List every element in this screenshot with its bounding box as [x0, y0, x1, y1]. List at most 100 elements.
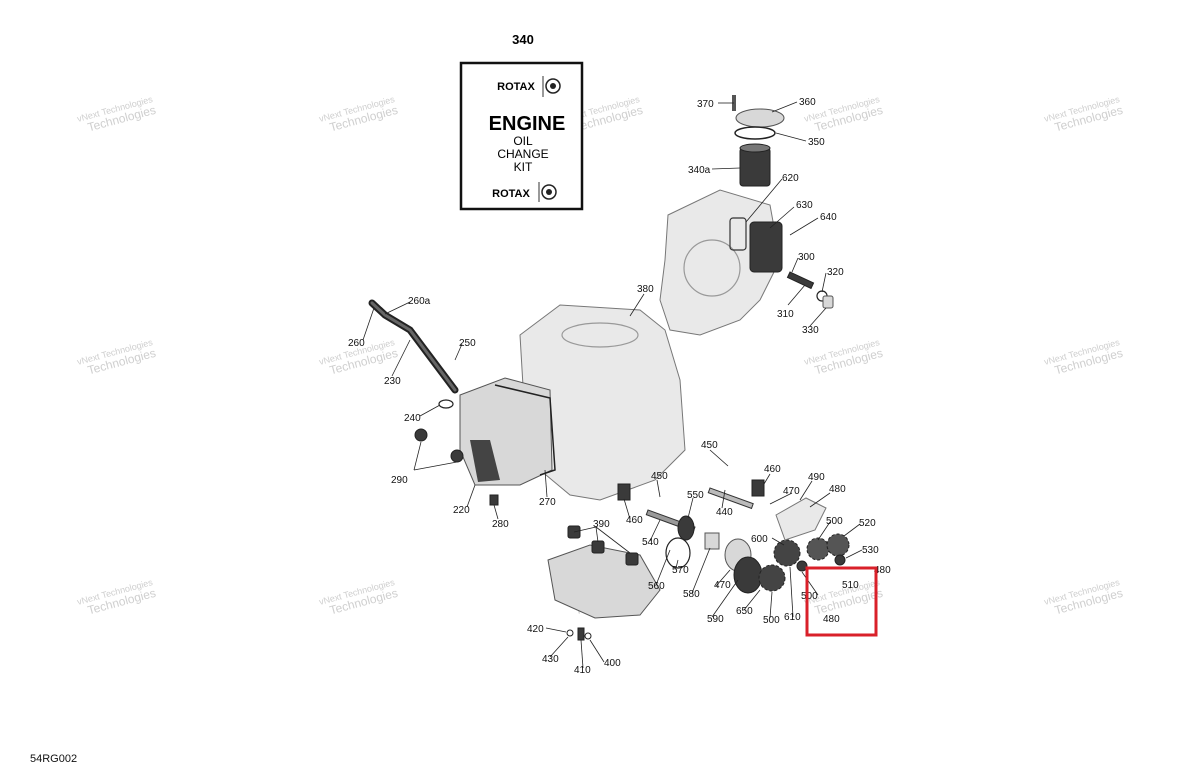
kit-box [459, 61, 584, 211]
kit-line-change: CHANGE [497, 147, 548, 161]
gear-520-part [826, 533, 850, 557]
callout-650[interactable]: 650 [736, 606, 753, 617]
oil-filter-part [739, 147, 771, 187]
callout-320[interactable]: 320 [827, 267, 844, 278]
oil-tank-shadow [470, 440, 500, 482]
callout-580[interactable]: 580 [683, 589, 700, 600]
oil-tank-part [459, 377, 553, 486]
callout-520[interactable]: 520 [859, 518, 876, 529]
callout-310[interactable]: 310 [777, 309, 794, 320]
callout-270[interactable]: 270 [539, 497, 556, 508]
callout-610[interactable]: 610 [784, 612, 801, 623]
callout-490[interactable]: 490 [808, 472, 825, 483]
callout-410[interactable]: 410 [574, 665, 591, 676]
callout-450-top[interactable]: 450 [701, 440, 718, 451]
callout-360[interactable]: 360 [799, 97, 816, 108]
kit-line-engine: ENGINE [489, 113, 566, 135]
gear-500a-part [806, 537, 830, 561]
o-ring-570-part [665, 537, 691, 569]
callout-370[interactable]: 370 [697, 99, 714, 110]
shaft-440-part [707, 487, 754, 510]
gasket-270-part [494, 384, 556, 476]
washer-430-part [566, 629, 574, 637]
callout-450-mid[interactable]: 450 [651, 471, 668, 482]
plug-290a-part [414, 428, 428, 442]
gear-650-part [758, 564, 786, 592]
callout-420[interactable]: 420 [527, 624, 544, 635]
callout-480-mid[interactable]: 480 [874, 565, 891, 576]
rotax-logo-icon-center [550, 83, 556, 89]
callout-500-mid[interactable]: 500 [801, 591, 818, 602]
callout-530[interactable]: 530 [862, 545, 879, 556]
o-ring-240-part [438, 399, 454, 409]
callout-480-top[interactable]: 480 [829, 484, 846, 495]
callout-430[interactable]: 430 [542, 654, 559, 665]
callout-630[interactable]: 630 [796, 200, 813, 211]
callout-380[interactable]: 380 [637, 284, 654, 295]
callout-620[interactable]: 620 [782, 173, 799, 184]
callout-590[interactable]: 590 [707, 614, 724, 625]
highlight-box [805, 566, 878, 637]
gear-600-part [773, 539, 801, 567]
callout-280[interactable]: 280 [492, 519, 509, 530]
nut-530-part [834, 554, 846, 566]
plunger-part [786, 271, 815, 290]
callout-260[interactable]: 260 [348, 338, 365, 349]
callout-600[interactable]: 600 [751, 534, 768, 545]
callout-640[interactable]: 640 [820, 212, 837, 223]
washer-400-part [584, 632, 592, 640]
oil-change-kit: 340 ROTAX ENGINE OIL CHANGE KIT ROTAX [459, 32, 584, 211]
callout-500-bottom[interactable]: 500 [763, 615, 780, 626]
callout-460-left[interactable]: 460 [626, 515, 643, 526]
cylinder-bore [561, 322, 639, 348]
callout-550[interactable]: 550 [687, 490, 704, 501]
callout-540[interactable]: 540 [642, 537, 659, 548]
callout-510[interactable]: 510 [842, 580, 859, 591]
kit-brand-top: ROTAX [497, 81, 535, 93]
callout-330[interactable]: 330 [802, 325, 819, 336]
oil-cooler-part [749, 221, 783, 273]
callout-240[interactable]: 240 [404, 413, 421, 424]
callout-230[interactable]: 230 [384, 376, 401, 387]
callout-350[interactable]: 350 [808, 137, 825, 148]
cover-490-part [775, 497, 827, 541]
callout-260a[interactable]: 260a [408, 296, 431, 307]
callout-500-top[interactable]: 500 [826, 516, 843, 527]
callout-560[interactable]: 560 [648, 581, 665, 592]
callout-340a[interactable]: 340a [688, 165, 711, 176]
part-580-part [704, 532, 720, 550]
kit-line-oil: OIL [513, 134, 533, 148]
leader-lines [362, 101, 863, 669]
callout-290[interactable]: 290 [391, 475, 408, 486]
oil-filter-top [739, 143, 771, 153]
callout-300[interactable]: 300 [798, 252, 815, 263]
plug-330-part [822, 295, 834, 309]
bolt-280-part [489, 494, 499, 506]
kit-brand-bottom: ROTAX [492, 188, 530, 200]
callout-440[interactable]: 440 [716, 507, 733, 518]
callout-470-bottom[interactable]: 470 [714, 580, 731, 591]
callout-400[interactable]: 400 [604, 658, 621, 669]
nut-560-part [796, 560, 808, 572]
callout-460-right[interactable]: 460 [764, 464, 781, 475]
callout-470-top[interactable]: 470 [783, 486, 800, 497]
dipstick-tube-inner [370, 301, 457, 392]
callout-250[interactable]: 250 [459, 338, 476, 349]
rear-cover-bore [683, 239, 741, 297]
bolt-410-part [577, 627, 585, 641]
rotax-logo-bottom-icon-center [546, 189, 552, 195]
callout-220[interactable]: 220 [453, 505, 470, 516]
callout-390[interactable]: 390 [593, 519, 610, 530]
callout-480-highlighted[interactable]: 480 [823, 614, 840, 625]
callout-labels: 370 360 350 340a 620 630 640 300 320 310… [348, 97, 891, 676]
callout-570[interactable]: 570 [672, 565, 689, 576]
kit-number: 340 [512, 32, 534, 47]
